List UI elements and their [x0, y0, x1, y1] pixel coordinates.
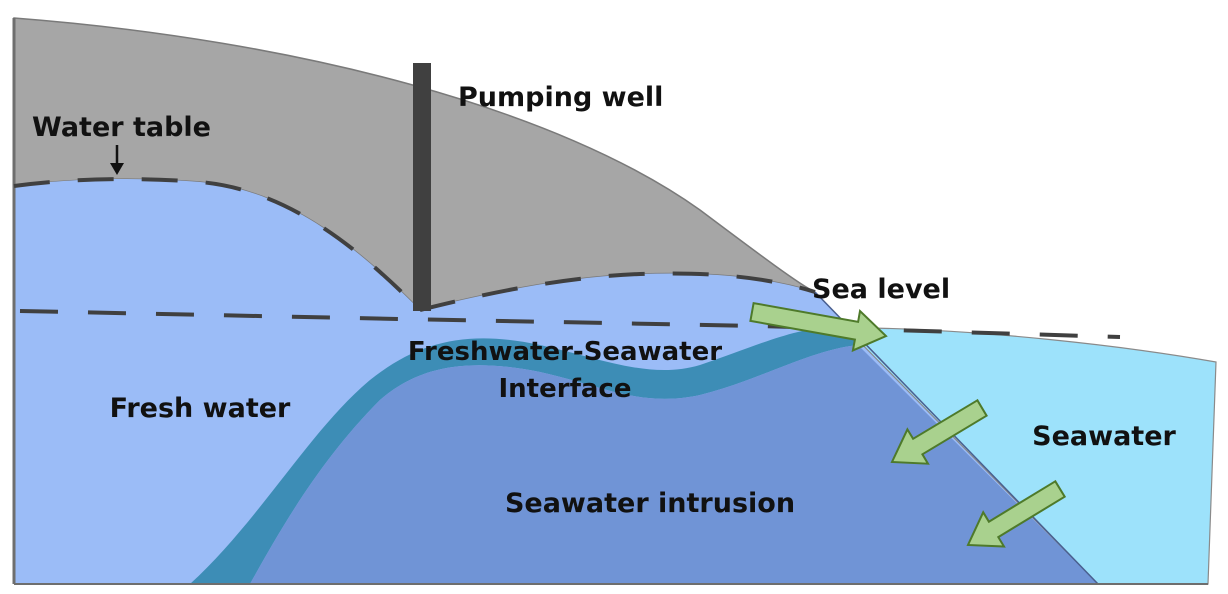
pumping-well	[413, 63, 431, 311]
water-table-line	[13, 177, 422, 312]
label-seawater-intrusion: Seawater intrusion	[505, 488, 795, 519]
seawater-intrusion-region	[250, 345, 1098, 584]
arrow-fresh-to-sea-icon	[749, 301, 888, 353]
label-seawater: Seawater	[1032, 421, 1176, 452]
label-pumping-well: Pumping well	[458, 82, 663, 113]
label-interface-line1: Freshwater-Seawater	[408, 337, 722, 367]
label-water-table: Water table	[32, 112, 211, 143]
water-table-pointer-icon	[110, 145, 124, 175]
interface-zone	[190, 327, 858, 584]
sea-level-line	[19, 309, 1121, 339]
label-fresh-water: Fresh water	[110, 393, 291, 424]
arrow-seawater-intrusion-lower-icon	[966, 479, 1067, 548]
label-sea-level: Sea level	[812, 274, 950, 305]
label-interface-line2: Interface	[499, 374, 632, 404]
arrow-seawater-intrusion-upper-icon	[890, 398, 988, 465]
water-table-line-right	[419, 271, 816, 312]
